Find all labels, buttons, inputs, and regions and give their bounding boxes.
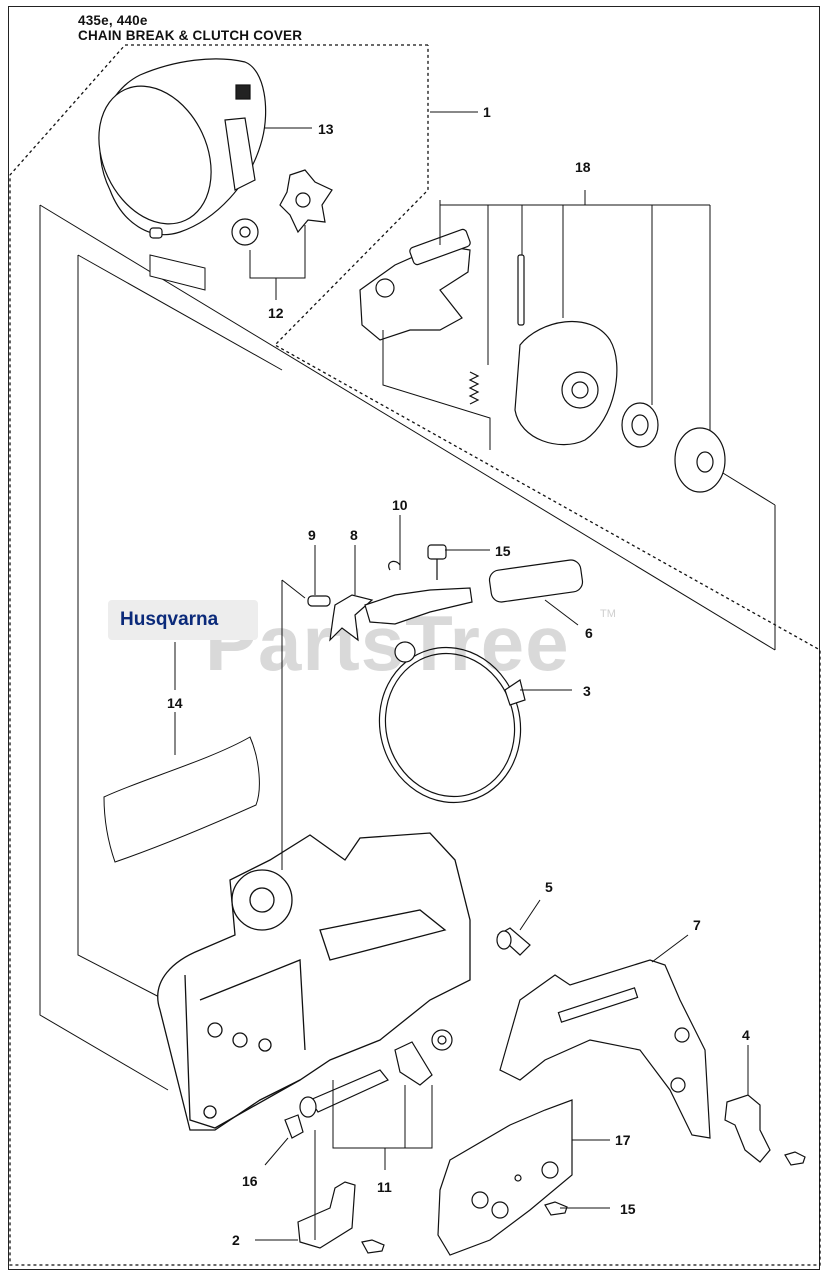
- callout-11: 11: [377, 1179, 392, 1195]
- part-7-guard: [499, 959, 711, 1139]
- watermark-tm: TM: [600, 608, 616, 620]
- callout-8: 8: [350, 527, 358, 543]
- part-3-brake-band: [378, 641, 526, 804]
- callout-12: 12: [268, 305, 284, 321]
- section-title: CHAIN BREAK & CLUTCH COVER: [78, 28, 303, 43]
- leader-6: [544, 599, 579, 626]
- callout-10: 10: [392, 497, 408, 513]
- callout-18: 18: [575, 159, 591, 175]
- callout-14: 14: [167, 695, 183, 711]
- callout-17: 17: [615, 1132, 631, 1148]
- leader-11: [332, 1080, 433, 1149]
- leader-18-bracket: [382, 330, 491, 450]
- callout-2: 2: [232, 1232, 240, 1248]
- husqvarna-logo: Husqvarna: [120, 609, 219, 630]
- part-4-catcher: [724, 1094, 806, 1166]
- leader-12: [249, 225, 306, 279]
- part-5-pin: [496, 927, 531, 956]
- part-8-lever: [307, 544, 584, 642]
- part-17-plate: [437, 1099, 573, 1256]
- callout-15-lower: 15: [620, 1201, 636, 1217]
- assembly-outline-top2: [77, 254, 283, 371]
- leader-5: [519, 899, 541, 931]
- part-13-cover: [98, 58, 267, 239]
- assembly-outline-inner: [77, 255, 166, 1001]
- part-18-brake-assembly: [359, 228, 726, 493]
- washer-leader: [717, 469, 776, 506]
- callout-3: 3: [583, 683, 591, 699]
- leader-7: [651, 934, 689, 963]
- cover-sticker-outline: [149, 254, 206, 291]
- part-14-decal: Husqvarna: [103, 600, 260, 863]
- part-16-nut: [284, 1114, 304, 1139]
- clutch-cover-body: [157, 832, 471, 1131]
- callout-4: 4: [742, 1027, 750, 1043]
- diagram-frame: [8, 6, 820, 1270]
- assembly-boundary-dashed: [9, 44, 821, 1266]
- part-2-catcher: [297, 1181, 385, 1254]
- callout-13: 13: [318, 121, 334, 137]
- callout-15-upper: 15: [495, 543, 511, 559]
- part-11-shafts: [299, 1029, 453, 1118]
- callout-16: 16: [242, 1173, 258, 1189]
- leader-linkage: [281, 579, 306, 599]
- callout-1: 1: [483, 104, 491, 120]
- model-title: 435e, 440e: [78, 13, 148, 28]
- assembly-outline-left: [39, 205, 169, 1091]
- part-12-gears: [231, 169, 333, 246]
- callout-6: 6: [585, 625, 593, 641]
- callout-7: 7: [693, 917, 701, 933]
- leader-16: [264, 1137, 289, 1166]
- callout-9: 9: [308, 527, 316, 543]
- callout-5: 5: [545, 879, 553, 895]
